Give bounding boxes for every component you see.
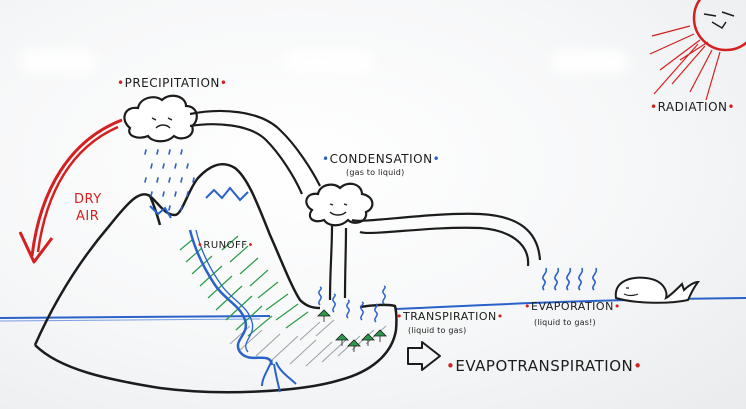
- dry-air-arrow-inner: [36, 125, 119, 253]
- precipitation-cloud: [123, 94, 198, 143]
- snow-cap: [205, 186, 249, 202]
- dry-air-arrow: [30, 118, 123, 257]
- rain-drops: [144, 149, 195, 211]
- condensation-note: (gas to liquid): [346, 168, 405, 177]
- condensation-cloud: [305, 182, 374, 227]
- runoff-river: [188, 229, 274, 366]
- condensation-label: •CONDENSATION•: [322, 152, 441, 166]
- evapotranspiration-label: •EVAPOTRANSPIRATION•: [446, 357, 643, 375]
- river-delta: [261, 359, 297, 393]
- runoff-river-bank: [195, 229, 254, 353]
- evaporation-vapor: [542, 267, 598, 291]
- precipitation-cloud-face: [151, 117, 173, 129]
- whale-icon: [614, 276, 701, 304]
- vapor-pipes: [189, 109, 542, 301]
- whale-face: [623, 287, 639, 297]
- condensation-cloud-face: [329, 203, 348, 216]
- dry-air-label-line1: DRY: [74, 192, 102, 207]
- light-glare: [285, 50, 375, 74]
- light-glare: [550, 50, 630, 74]
- evaporation-label: •EVAPORATION•: [524, 300, 621, 313]
- radiation-label: •RADIATION•: [650, 100, 736, 114]
- precipitation-label: •PRECIPITATION•: [117, 76, 228, 90]
- evaporation-note: (liquid to gas!): [534, 318, 596, 327]
- sun-icon: [649, 0, 746, 101]
- light-glare: [18, 50, 98, 74]
- transpiration-note: (liquid to gas): [408, 326, 467, 335]
- evapotranspiration-arrow: [407, 341, 441, 371]
- water-line-faint: [0, 318, 261, 322]
- dry-air-arrowhead: [18, 231, 54, 264]
- vegetation-hatching: [179, 235, 309, 337]
- ground-hatching: [229, 319, 387, 367]
- runoff-label: •RUNOFF•: [197, 240, 254, 251]
- tree-icons: [317, 309, 387, 352]
- snow-cap: [149, 205, 172, 219]
- transpiration-vapor: [318, 285, 386, 323]
- transpiration-label: •TRANSPIRATION•: [396, 310, 504, 323]
- dry-air-label-line2: AIR: [76, 209, 100, 224]
